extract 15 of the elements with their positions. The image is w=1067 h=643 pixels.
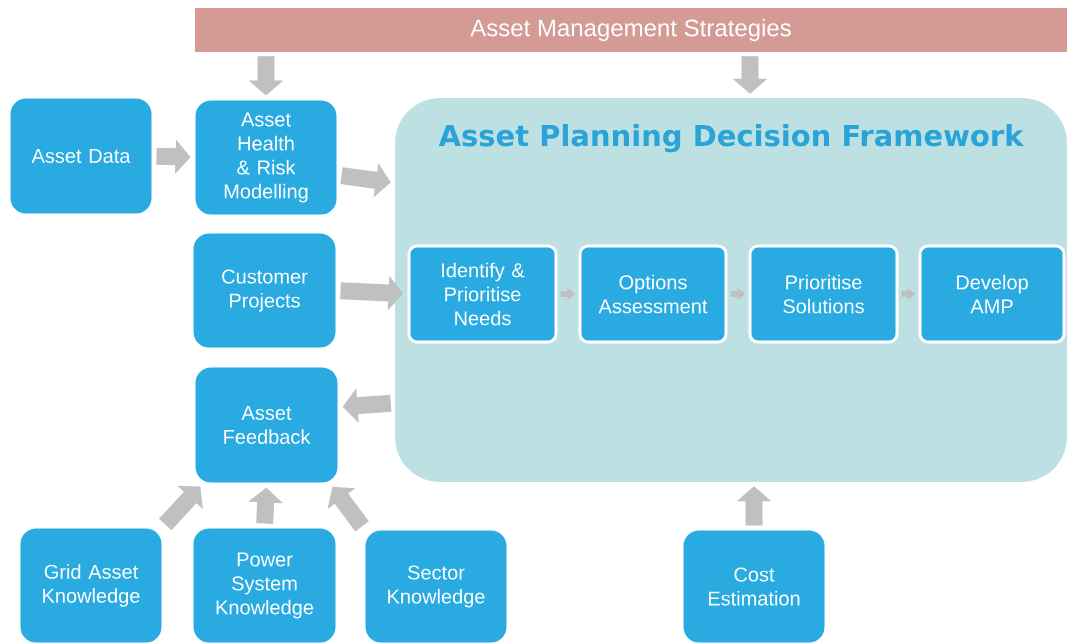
process-box: Grid Asset Knowledge (19, 527, 163, 643)
step-box: Develop AMP (918, 244, 1066, 344)
banner-bar: Asset Management Strategies (195, 8, 1067, 52)
block-arrow (158, 485, 203, 531)
process-box: Power System Knowledge (192, 527, 337, 643)
step-box: Options Assessment (578, 244, 728, 344)
process-box: Cost Estimation (682, 529, 826, 643)
process-box: Asset Data (9, 97, 153, 215)
block-arrow (327, 486, 369, 532)
process-box: Asset Health & Risk Modelling (194, 99, 338, 216)
process-box: Customer Projects (192, 232, 337, 349)
process-box: Asset Feedback (194, 366, 339, 484)
step-box: Prioritise Solutions (748, 244, 899, 344)
step-box: Identify & Prioritise Needs (407, 244, 558, 344)
process-box: Sector Knowledge (364, 529, 508, 643)
